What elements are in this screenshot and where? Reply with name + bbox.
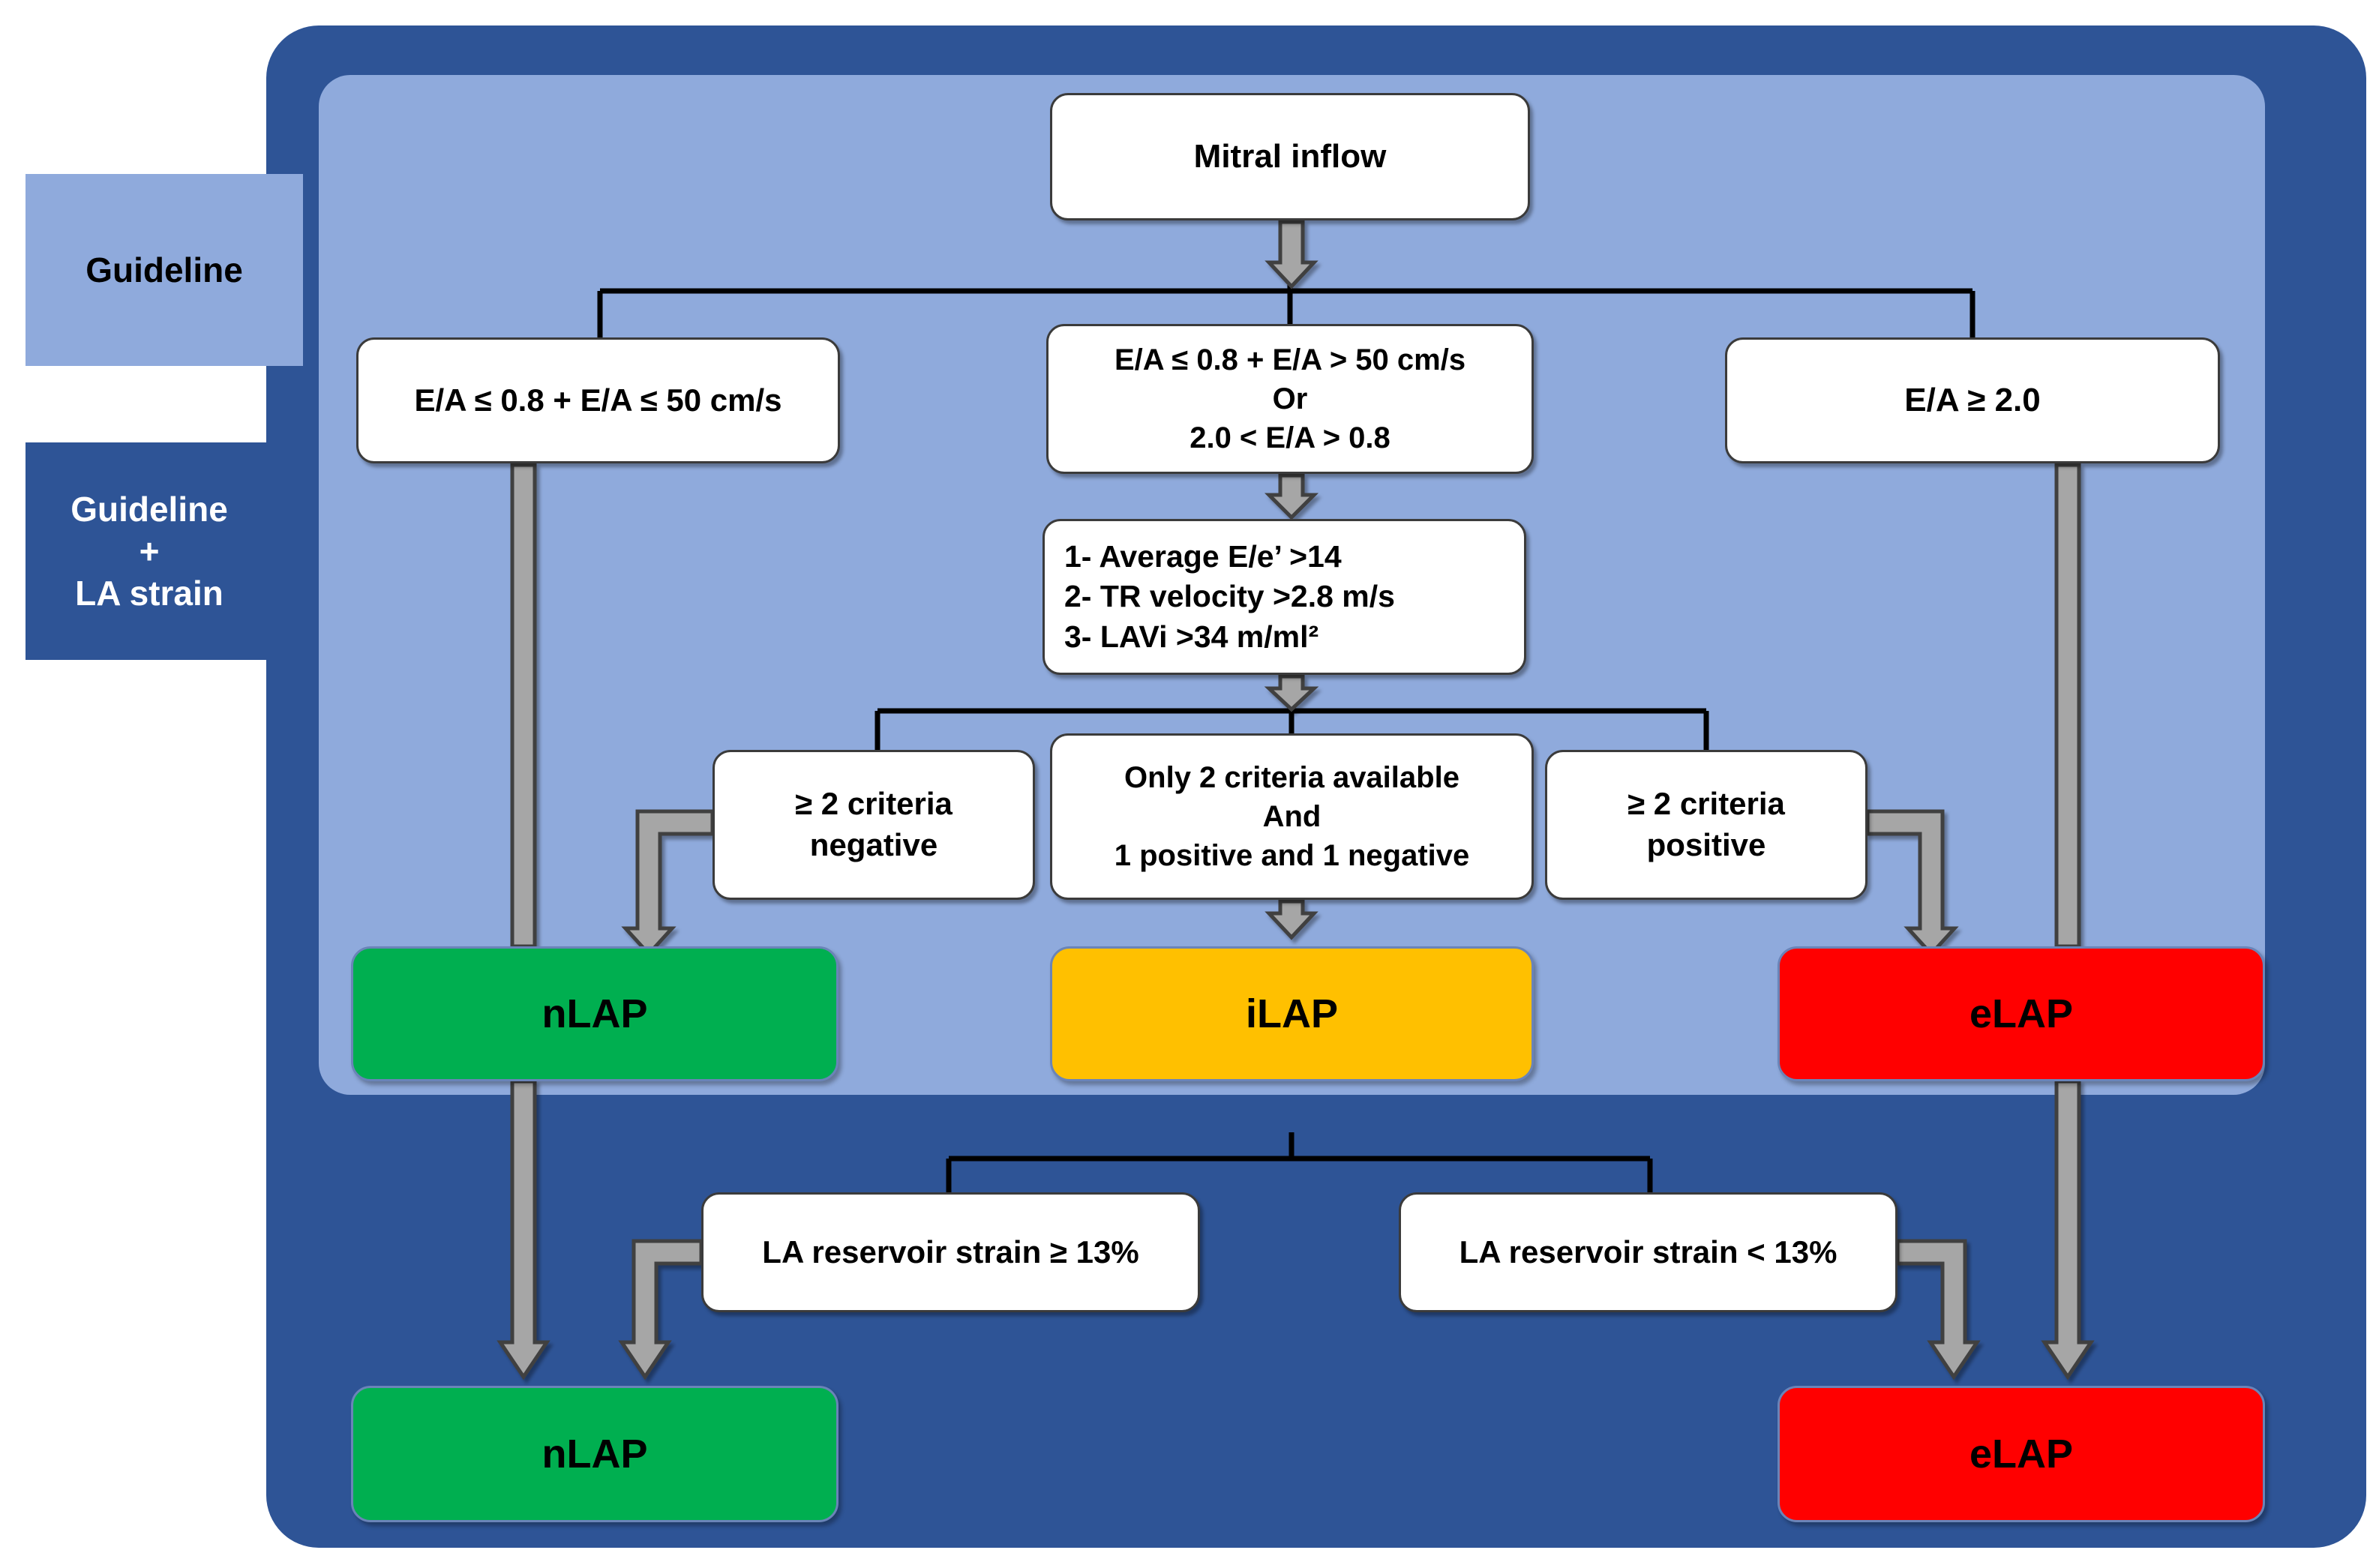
node-criteria-positive: ≥ 2 criteria positive: [1545, 750, 1868, 900]
node-branch-mid-line-2: Or: [1272, 382, 1308, 415]
result-elap-la-strain-label: eLAP: [1969, 1432, 2074, 1477]
node-branch-mid-line-1: E/A ≤ 0.8 + E/A > 50 cm/s: [1114, 343, 1466, 376]
node-branch-ea-ge-2-0: E/A ≥ 2.0: [1725, 337, 2220, 463]
result-elap-guideline: eLAP: [1778, 946, 2265, 1081]
node-strain-low-line-1: LA reservoir strain < 13%: [1459, 1234, 1838, 1270]
side-tab-guideline-label: Guideline: [86, 250, 243, 289]
node-criteria-line-3: 3- LAVi >34 m/ml²: [1064, 619, 1319, 654]
node-crit-pos-line-1: ≥ 2 criteria: [1628, 786, 1785, 822]
result-ilap-guideline-label: iLAP: [1245, 991, 1338, 1036]
node-branch-ea-le-0-8-and-ea-gt-50-or-ea-between: E/A ≤ 0.8 + E/A > 50 cm/s Or 2.0 < E/A >…: [1046, 324, 1534, 474]
side-tab-guideline-la-strain: Guideline + LA strain: [26, 442, 273, 660]
node-criteria-line-1: 1- Average E/e’ >14: [1064, 539, 1342, 574]
result-nlap-guideline: nLAP: [351, 946, 838, 1081]
node-crit-pos-line-2: positive: [1646, 827, 1766, 862]
node-crit-mixed-line-2: And: [1262, 800, 1322, 833]
node-criteria-line-2: 2- TR velocity >2.8 m/s: [1064, 579, 1395, 614]
node-mitral-inflow-line-1: Mitral inflow: [1193, 138, 1387, 175]
result-elap-guideline-label: eLAP: [1969, 991, 2074, 1036]
side-tab-guideline-la-strain-label: Guideline + LA strain: [70, 489, 228, 613]
side-tab-guideline: Guideline: [26, 174, 303, 366]
node-mitral-inflow: Mitral inflow: [1050, 93, 1530, 220]
node-criteria-negative: ≥ 2 criteria negative: [712, 750, 1035, 900]
node-strain-high-line-1: LA reservoir strain ≥ 13%: [762, 1234, 1139, 1270]
node-la-reservoir-strain-lt-13: LA reservoir strain < 13%: [1399, 1192, 1898, 1312]
node-criteria-mixed: Only 2 criteria available And 1 positive…: [1050, 733, 1534, 900]
node-branch-left-line-1: E/A ≤ 0.8 + E/A ≤ 50 cm/s: [414, 382, 782, 418]
node-crit-neg-line-2: negative: [809, 827, 938, 862]
node-crit-mixed-line-3: 1 positive and 1 negative: [1114, 839, 1470, 872]
result-ilap-guideline: iLAP: [1050, 946, 1534, 1081]
node-crit-mixed-line-1: Only 2 criteria available: [1124, 761, 1460, 794]
result-nlap-la-strain-label: nLAP: [542, 1432, 648, 1477]
node-la-reservoir-strain-ge-13: LA reservoir strain ≥ 13%: [701, 1192, 1200, 1312]
result-elap-la-strain: eLAP: [1778, 1386, 2265, 1522]
node-three-criteria: 1- Average E/e’ >14 2- TR velocity >2.8 …: [1042, 519, 1526, 675]
node-branch-ea-le-0-8-and-ea-le-50: E/A ≤ 0.8 + E/A ≤ 50 cm/s: [356, 337, 840, 463]
node-crit-neg-line-1: ≥ 2 criteria: [795, 786, 952, 822]
result-nlap-la-strain: nLAP: [351, 1386, 838, 1522]
node-branch-right-line-1: E/A ≥ 2.0: [1904, 382, 2041, 419]
result-nlap-guideline-label: nLAP: [542, 991, 648, 1036]
node-branch-mid-line-3: 2.0 < E/A > 0.8: [1190, 421, 1390, 454]
